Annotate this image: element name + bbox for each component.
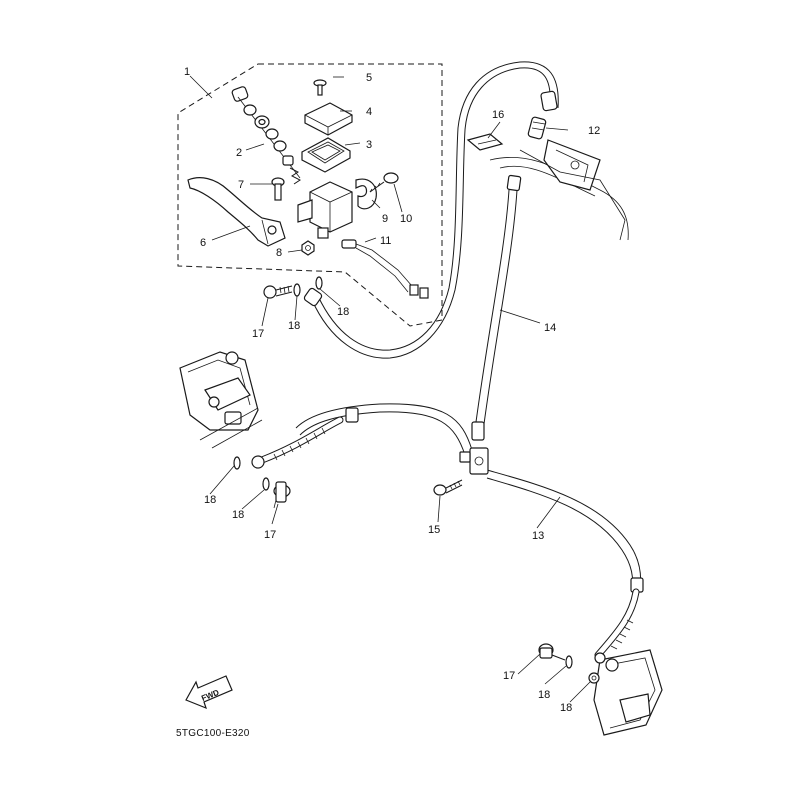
- washer-right-b: [588, 672, 600, 684]
- brake-hose-13: [486, 469, 644, 659]
- callout-8: 8: [276, 247, 282, 259]
- callout-18-top-a: 18: [288, 320, 300, 332]
- cap-screw-part: [313, 79, 327, 96]
- union-bolt-left-part: [273, 481, 291, 509]
- left-caliper: [179, 351, 263, 449]
- diaphragm-part: [301, 137, 351, 173]
- left-brake-hose: [251, 403, 473, 469]
- three-way-joint: [459, 447, 489, 475]
- union-bolt-right-part: [538, 643, 566, 661]
- callout-9: 9: [382, 213, 388, 225]
- callout-2: 2: [236, 147, 242, 159]
- brake-hose-14: [471, 174, 522, 441]
- hose-fitting-12: [527, 116, 547, 140]
- joint-bolt-15: [433, 479, 463, 496]
- holder-part: [355, 178, 377, 210]
- callout-17-right: 17: [503, 670, 515, 682]
- piston-kit-part: [231, 86, 301, 185]
- callout-1: 1: [184, 66, 190, 78]
- callout-4: 4: [366, 106, 372, 118]
- clip-16: [466, 133, 504, 151]
- callout-18-right-a: 18: [538, 689, 550, 701]
- brake-switch-part: [341, 239, 429, 299]
- washer-top-b: [315, 276, 323, 290]
- brake-lever-part: [187, 177, 286, 247]
- master-cylinder-body-part: [297, 181, 353, 239]
- handlebar-bracket: [489, 139, 629, 241]
- callout-17-left: 17: [264, 529, 276, 541]
- leader-lines: [189, 75, 591, 703]
- figure-code: 5TGC100-E320: [176, 728, 250, 739]
- callout-18-left-a: 18: [204, 494, 216, 506]
- callout-16: 16: [492, 109, 504, 121]
- callout-10: 10: [400, 213, 412, 225]
- reservoir-cap-part: [304, 102, 353, 136]
- pivot-bolt-part: [271, 177, 285, 201]
- callout-7: 7: [238, 179, 244, 191]
- holder-bolt-part: [369, 172, 399, 193]
- callout-15: 15: [428, 524, 440, 536]
- callout-17-top: 17: [252, 328, 264, 340]
- washer-left-a: [233, 456, 241, 470]
- washer-left-b: [262, 477, 270, 491]
- callout-18-top-b: 18: [337, 306, 349, 318]
- callout-12: 12: [588, 125, 600, 137]
- callout-6: 6: [200, 237, 206, 249]
- callout-18-right-b: 18: [560, 702, 572, 714]
- forward-direction-arrow: FWD: [185, 675, 233, 710]
- callout-3: 3: [366, 139, 372, 151]
- right-caliper: [593, 649, 663, 736]
- callout-18-left-b: 18: [232, 509, 244, 521]
- washer-right-a: [565, 655, 573, 669]
- callout-13: 13: [532, 530, 544, 542]
- master-cylinder-group-outline: [177, 63, 443, 327]
- union-bolt-top-part: [263, 285, 293, 299]
- callout-14: 14: [544, 322, 556, 334]
- callout-11: 11: [380, 235, 391, 247]
- washer-top-a: [293, 283, 301, 297]
- callout-5: 5: [366, 72, 372, 84]
- nut-part: [301, 240, 315, 256]
- upper-brake-hose: [303, 61, 559, 359]
